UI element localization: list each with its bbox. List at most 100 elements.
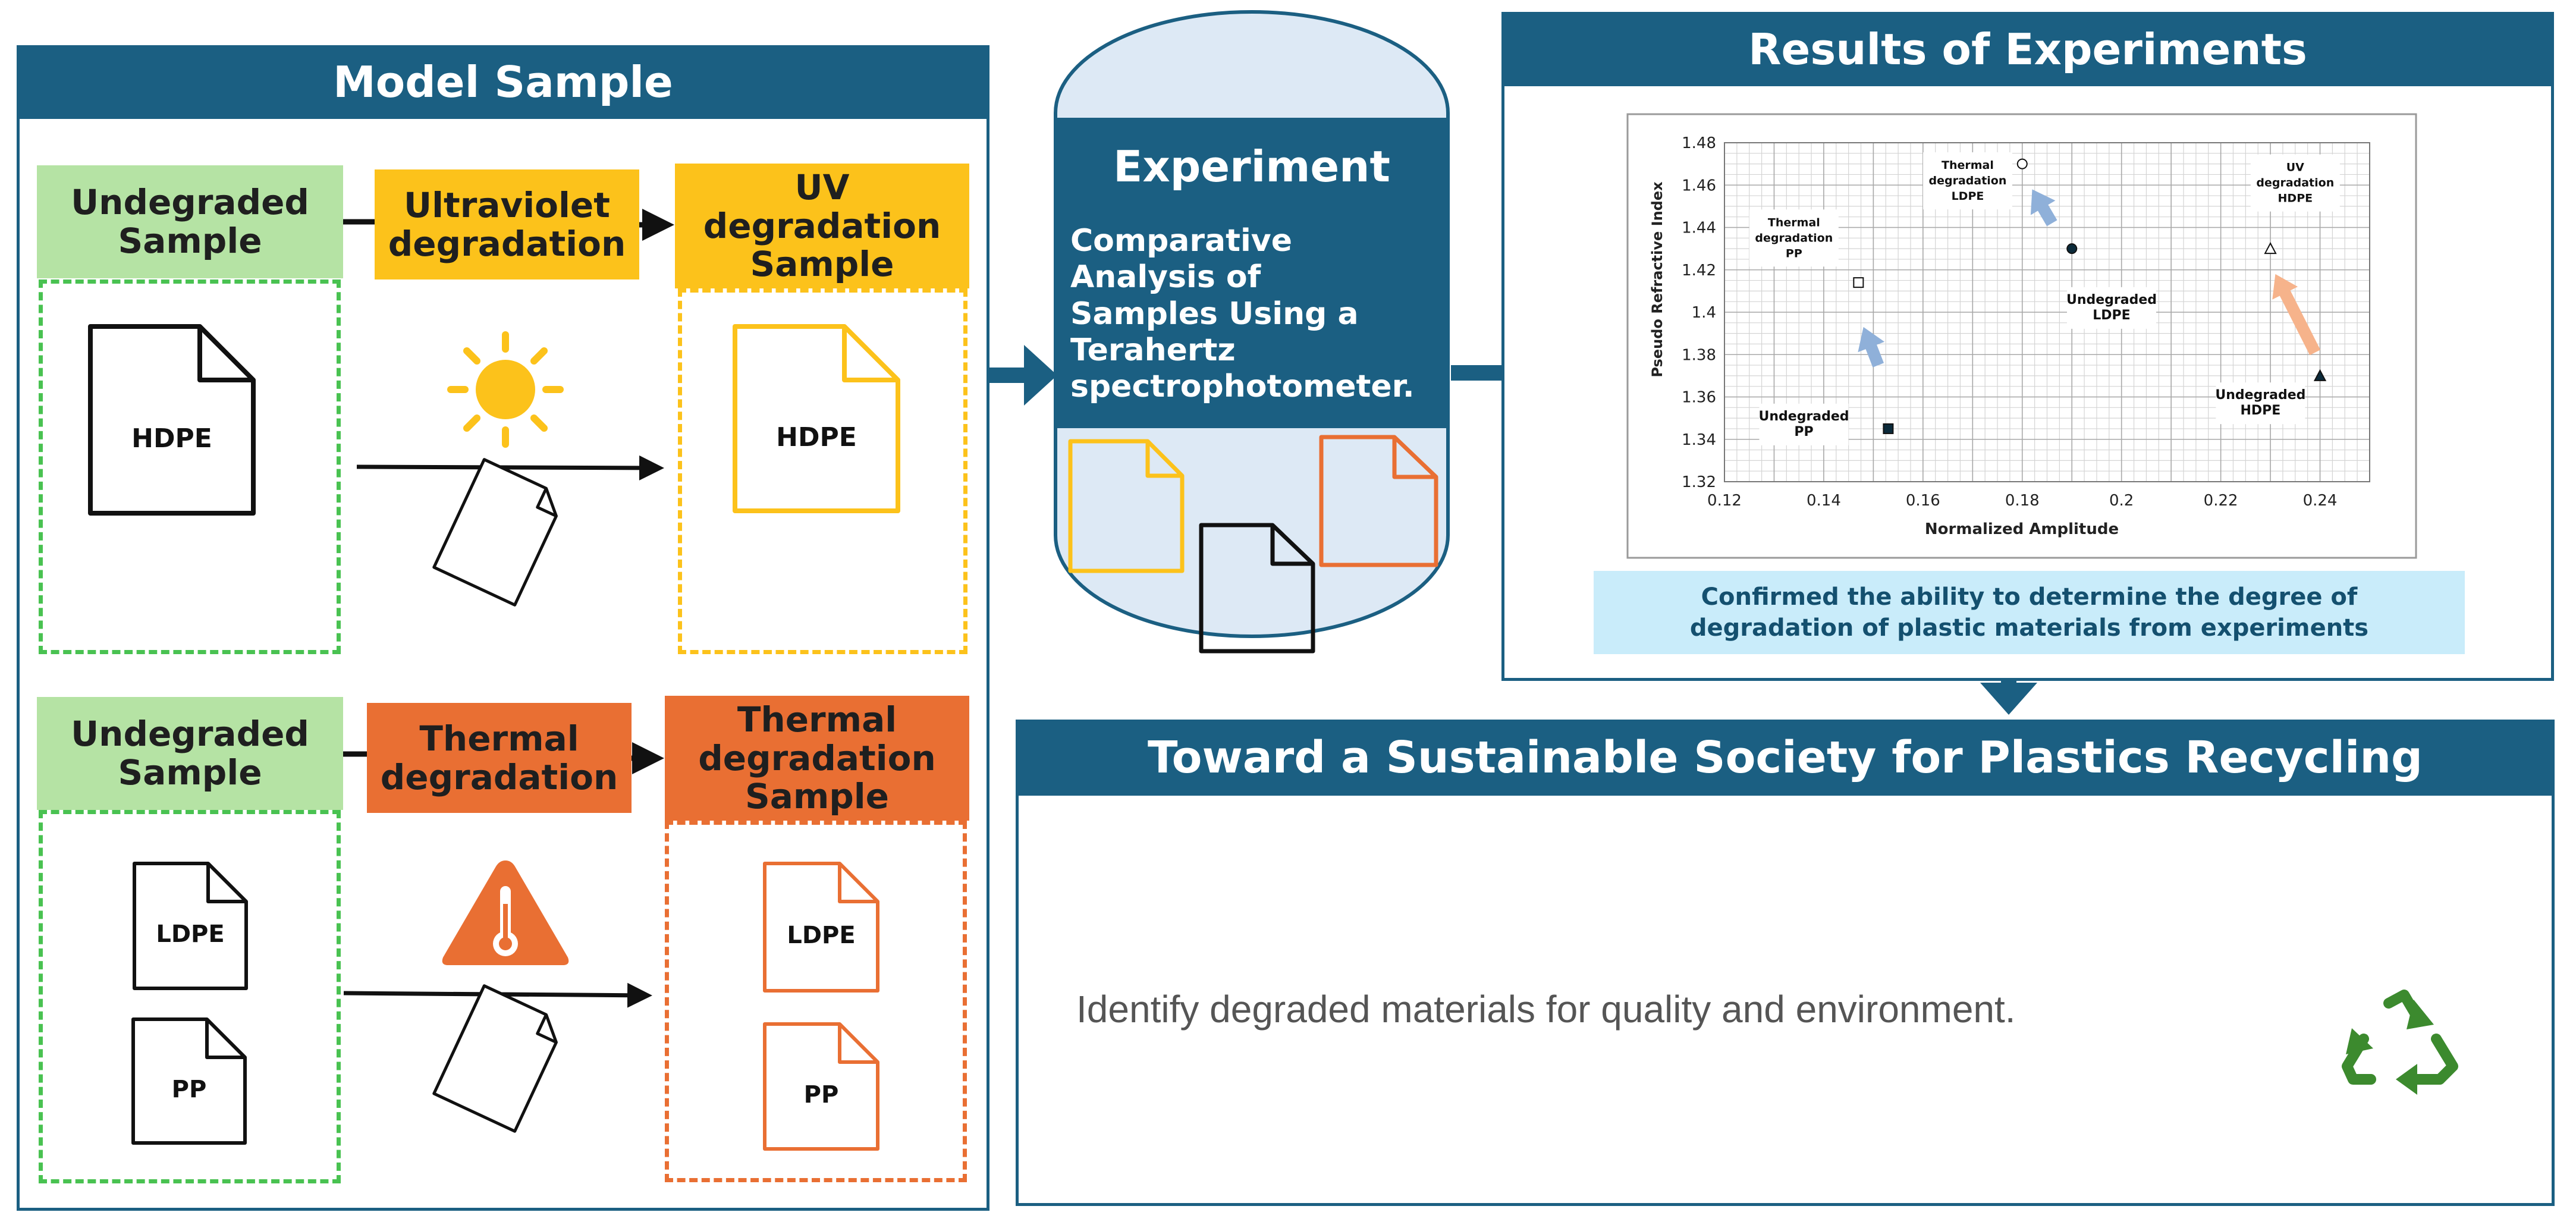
- row2-process-label: Thermal degradation: [367, 703, 632, 813]
- data-point-filled-square: [1883, 423, 1894, 434]
- data-point-open-circle: [2016, 158, 2028, 169]
- y-tick-label: 1.44: [1682, 219, 1716, 237]
- chart-annotation-text: PP: [1794, 425, 1813, 439]
- chart-annotation-text: Thermal: [1768, 216, 1820, 229]
- row2-result-label: Thermal degradation Sample: [665, 696, 969, 821]
- x-tick-label: 0.12: [1707, 492, 1742, 510]
- row2-result-doc-ldpe-label: LDPE: [787, 922, 856, 950]
- chart-annotation-text: HDPE: [2240, 403, 2280, 418]
- x-tick-label: 0.24: [2303, 492, 2338, 510]
- y-tick-label: 1.34: [1682, 431, 1716, 449]
- row2-undegraded-box: [39, 810, 341, 1183]
- chart-arrows: [1858, 189, 2321, 368]
- chart-annotation-box: [1922, 152, 2012, 210]
- sustainable-title: Toward a Sustainable Society for Plastic…: [1016, 720, 2555, 796]
- results-title: Results of Experiments: [1501, 12, 2554, 86]
- data-point-open-triangle: [2264, 241, 2277, 255]
- scatter-chart: 0.12 0.14 0.16 0.18 0.2 0.22 0.24 1.32 1.34 1.36 1…: [1626, 113, 2417, 559]
- chart-x-label: Normalized Amplitude: [1925, 520, 2119, 538]
- y-tick-label: 1.32: [1682, 473, 1716, 491]
- row1-transition-doc-icon: [432, 458, 558, 607]
- x-tick-label: 0.2: [2109, 492, 2134, 510]
- x-tick-label: 0.22: [2204, 492, 2238, 510]
- chart-annotation-text: Thermal: [1942, 159, 1994, 172]
- chart-annotation-text: Undegraded: [1759, 409, 1849, 424]
- x-tick-label: 0.14: [1807, 492, 1841, 510]
- chart-arrow: [1858, 326, 1885, 368]
- chart-annotation-text: degradation: [1755, 231, 1833, 244]
- chart-annotation-box: [2216, 382, 2305, 425]
- chart-y-label: Pseudo Refractive Index: [1649, 181, 1666, 378]
- chart-ticks: 0.12 0.14 0.16 0.18 0.2 0.22 0.24 1.32 1.34 1.36 1…: [1682, 134, 2337, 510]
- capsule-doc-orange-icon: [1319, 435, 1438, 567]
- chart-annotation-box: [2067, 287, 2156, 329]
- row1-long-arrow: [356, 455, 664, 480]
- chart-arrow: [2030, 189, 2057, 227]
- sun-icon: [447, 331, 564, 448]
- chart-annotation-box: [1749, 209, 1839, 267]
- row1-result-doc-hdpe: HDPE: [733, 324, 900, 513]
- row2-start-doc-pp-label: PP: [171, 1076, 207, 1104]
- chart-arrow: [2272, 274, 2321, 356]
- row1-process-label: Ultraviolet degradation: [375, 169, 639, 279]
- row1-result-label: UV degradation Sample: [675, 164, 969, 288]
- capsule-doc-black-icon: [1199, 523, 1315, 654]
- chart-annotation-text: Undegraded: [2215, 388, 2305, 403]
- chart-annotation-box: [1759, 403, 1849, 445]
- row2-result-doc-ldpe: LDPE: [762, 861, 880, 993]
- y-tick-label: 1.46: [1682, 177, 1716, 194]
- data-point-filled-circle: [2066, 243, 2078, 255]
- row1-result-doc-label: HDPE: [776, 422, 857, 453]
- capsule-doc-yellow-icon: [1068, 439, 1185, 573]
- row2-start-doc-pp: PP: [131, 1017, 247, 1145]
- heat-warning-icon: [442, 860, 569, 965]
- plot-area: [1724, 142, 2370, 482]
- y-tick-label: 1.48: [1682, 134, 1716, 152]
- model-sample-graphics: [343, 209, 674, 1133]
- row1-start-doc-hdpe: HDPE: [88, 324, 256, 516]
- chart-annotation-text: LDPE: [1952, 190, 1984, 203]
- chart-annotation-text: PP: [1786, 247, 1802, 260]
- chart-annotation-box: [2250, 154, 2340, 212]
- row2-start-doc-ldpe-label: LDPE: [156, 921, 225, 949]
- row1-undegraded-box: [39, 279, 341, 654]
- y-tick-label: 1.38: [1682, 346, 1716, 364]
- row2-result-box: [665, 821, 967, 1182]
- x-tick-label: 0.18: [2005, 492, 2040, 510]
- row1-start-doc-label: HDPE: [131, 423, 212, 454]
- chart-annotations: UndegradedPPThermaldegradationPPUndegrad…: [1749, 152, 2340, 445]
- chart-annotation-text: degradation: [2256, 177, 2334, 190]
- chart-annotation-text: UV: [2286, 161, 2304, 174]
- y-tick-label: 1.36: [1682, 389, 1716, 407]
- y-tick-label: 1.4: [1692, 304, 1716, 322]
- chart-annotation-text: degradation: [1929, 174, 2007, 187]
- row2-undegraded-label: Undegraded Sample: [37, 697, 343, 810]
- experiment-title: Experiment: [1113, 142, 1390, 191]
- row1-undegraded-label: Undegraded Sample: [37, 165, 343, 278]
- sustainable-panel: [1016, 720, 2555, 1206]
- experiment-description: Comparative Analysis of Samples Using a …: [1070, 223, 1415, 405]
- results-conclusion: Confirmed the ability to determine the d…: [1594, 571, 2465, 654]
- row1-result-box: [678, 288, 967, 654]
- model-sample-title: Model Sample: [17, 45, 989, 119]
- chart-annotation-text: Undegraded: [2066, 293, 2157, 307]
- chart-annotation-text: HDPE: [2278, 192, 2313, 205]
- chart-annotation-text: LDPE: [2093, 308, 2130, 323]
- y-tick-label: 1.42: [1682, 262, 1716, 279]
- data-point-filled-triangle: [2313, 369, 2327, 381]
- row2-result-doc-pp-label: PP: [803, 1081, 839, 1109]
- data-point-open-square: [1853, 277, 1864, 288]
- chart-points: [1853, 158, 2327, 434]
- x-tick-label: 0.16: [1906, 492, 1940, 510]
- row2-result-doc-pp: PP: [762, 1022, 880, 1151]
- sustainable-text: Identify degraded materials for quality …: [1076, 988, 2016, 1031]
- recycle-icon: [2342, 990, 2458, 1095]
- row2-transition-doc-icon: [432, 984, 558, 1133]
- row2-start-doc-ldpe: LDPE: [132, 861, 249, 991]
